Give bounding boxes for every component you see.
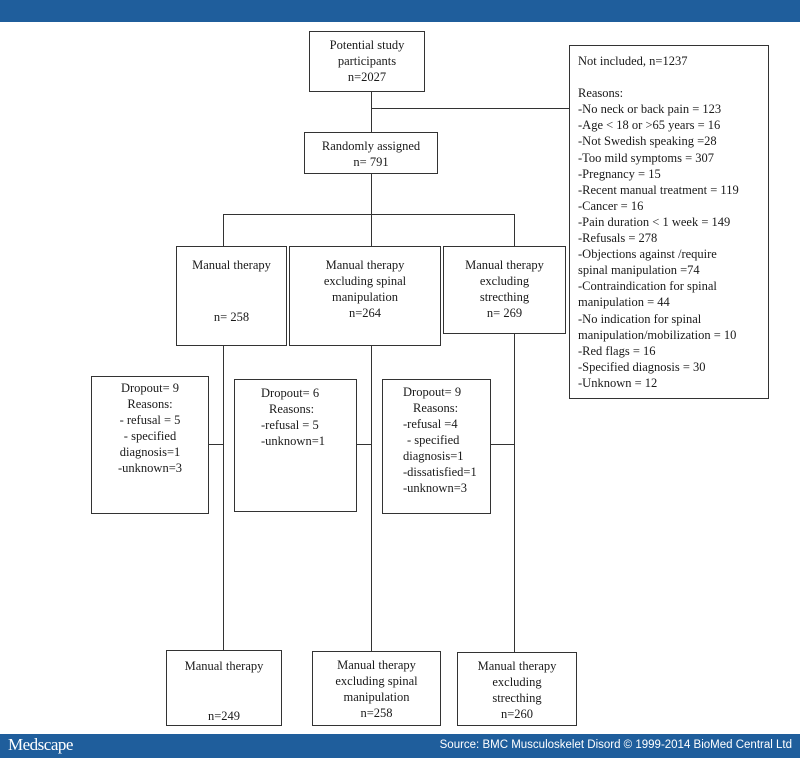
medscape-logo: Medscape [8,735,73,754]
box-line: - refusal = 5 [119,413,181,427]
spacer [167,690,281,706]
arm-box-excluding-stretching: Manual therapy excluding strecthing n= 2… [443,246,566,334]
connector [514,334,515,652]
final-count: n=249 [207,709,241,723]
box-line: strecthing [492,691,542,705]
top-banner [0,0,800,22]
box-line: n= 791 [353,155,389,169]
box-line: -dissatisfied=1 [403,465,477,479]
spacer [167,674,281,690]
reason-item: -Contraindication for spinal [578,279,717,294]
reason-item: -Not Swedish speaking =28 [578,134,717,149]
box-line: excluding spinal [335,674,418,688]
connector [223,214,515,215]
box-line: Reasons: [269,402,315,416]
box-line: Dropout= 6 [261,386,320,400]
box-line: diagnosis=1 [119,445,181,459]
box-line: -unknown=3 [118,461,182,475]
box-line: Manual therapy [477,659,557,673]
not-included-title: Not included, n=1237 [578,54,688,68]
reason-item: -Objections against /require [578,247,717,262]
arm-count: n= 258 [213,310,250,324]
box-line: Manual therapy [325,258,405,272]
randomly-assigned-box: Randomly assigned n= 791 [304,132,438,174]
box-line: Potential study [329,38,405,52]
box-line: Randomly assigned [321,139,421,153]
reason-item: manipulation = 44 [578,295,670,310]
footer-bar: Medscape Source: BMC Musculoskelet Disor… [0,734,800,758]
reason-item: -Pain duration < 1 week = 149 [578,214,731,229]
reason-item: -Too mild symptoms = 307 [578,150,715,165]
final-box-excluding-stretching: Manual therapy excluding strecthing n=26… [457,652,577,726]
box-line: diagnosis=1 [403,449,464,463]
final-count: n=258 [360,706,393,720]
box-line: Reasons: [413,401,459,415]
connector [371,214,372,246]
box-line: n=2027 [347,70,387,84]
final-box-excluding-spinal-manipulation: Manual therapy excluding spinal manipula… [312,651,441,726]
connector [371,92,372,132]
reason-item: -Unknown = 12 [578,375,658,390]
box-line: manipulation [343,690,410,704]
connector [209,444,223,445]
box-line: manipulation [332,290,398,304]
final-count: n=260 [500,707,534,721]
box-line: Manual therapy [184,659,264,673]
box-line: participants [337,54,397,68]
connector [357,444,371,445]
dropout-box-arm-3: Dropout= 9 Reasons: -refusal =4 - specif… [382,379,491,514]
arm-count: n=264 [348,306,382,320]
spacer [177,273,286,289]
arm-box-manual-therapy: Manual therapy n= 258 [176,246,287,346]
reason-item: spinal manipulation =74 [578,263,700,278]
reason-item: -Age < 18 or >65 years = 16 [578,118,721,133]
box-line: Manual therapy [465,258,544,272]
box-line: Dropout= 9 [120,381,180,395]
reasons-label: Reasons: [578,86,624,101]
box-line: excluding [479,274,530,288]
arm-box-excluding-spinal-manipulation: Manual therapy excluding spinal manipula… [289,246,441,346]
box-line: excluding [492,675,542,689]
box-line: strecthing [479,290,530,304]
box-line: - specified [123,429,177,443]
reason-item: -Pregnancy = 15 [578,166,661,181]
connector [371,108,569,109]
box-line: Reasons: [127,397,173,411]
not-included-box: Not included, n=1237 Reasons: -No neck o… [569,45,769,399]
box-line: -refusal = 5 [261,418,319,432]
source-citation: Source: BMC Musculoskelet Disord © 1999-… [439,739,792,751]
reason-item: -No indication for spinal [578,311,702,326]
reason-item: -Cancer = 16 [578,198,644,213]
box-line: Manual therapy [192,258,271,272]
arm-count: n= 269 [486,306,523,320]
reason-item: -Refusals = 278 [578,231,658,246]
box-line: Manual therapy [337,658,416,672]
reason-item: -Red flags = 16 [578,343,656,358]
dropout-box-arm-2: Dropout= 6 Reasons: -refusal = 5 -unknow… [234,379,357,512]
box-line: -unknown=3 [403,481,467,495]
connector [223,214,224,246]
connector [223,346,224,650]
box-line: -unknown=1 [261,434,325,448]
final-box-manual-therapy: Manual therapy n=249 [166,650,282,726]
connector [514,214,515,246]
box-line: - specified [407,433,460,447]
box-line: Dropout= 9 [403,385,462,399]
dropout-box-arm-1: Dropout= 9 Reasons: - refusal = 5 - spec… [91,376,209,514]
box-line: -refusal =4 [403,417,458,431]
reason-item: -Specified diagnosis = 30 [578,359,706,374]
connector [371,346,372,651]
box-line: excluding spinal [323,274,407,288]
reason-item: -Recent manual treatment = 119 [578,182,739,197]
spacer [578,69,768,85]
reason-item: -No neck or back pain = 123 [578,102,722,117]
spacer [177,289,286,305]
potential-participants-box: Potential study participants n=2027 [309,31,425,92]
reason-item: manipulation/mobilization = 10 [578,327,737,342]
connector [491,444,514,445]
connector [371,174,372,214]
